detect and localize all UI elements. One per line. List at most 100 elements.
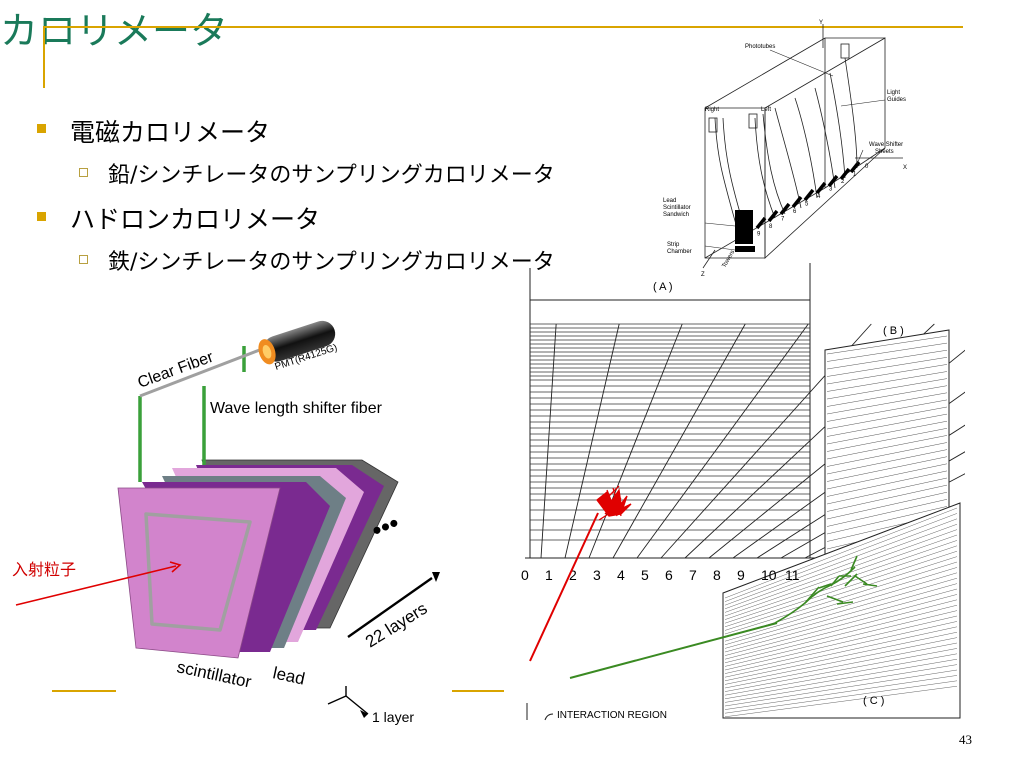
c-layer-line	[724, 621, 958, 674]
label-lead: Lead	[663, 198, 676, 204]
c-layer-line	[724, 540, 958, 620]
tower-boundary	[540, 323, 557, 559]
tower-boundary	[612, 323, 746, 559]
b-layer-line	[826, 399, 948, 422]
absorber-layers-a	[530, 323, 810, 541]
electron-track	[529, 512, 599, 662]
tower-number: 9	[757, 232, 761, 238]
c-layer-line	[724, 561, 958, 635]
c-layer-line	[724, 669, 958, 707]
c-layer-line	[724, 529, 958, 613]
b-layer-line	[826, 371, 948, 392]
label-b: ( B )	[883, 325, 904, 337]
tower-number: 7	[781, 217, 785, 223]
tower-boundary	[588, 323, 683, 559]
c-layer-line	[724, 685, 958, 718]
c-layer-line	[724, 518, 958, 606]
c-layer-line	[724, 658, 958, 700]
label-c: ( C )	[863, 695, 884, 707]
page-title: カロリメータ	[0, 9, 229, 53]
bottom-rule-left	[52, 690, 116, 692]
c-layer-line	[724, 680, 958, 714]
clear-fiber-line	[139, 344, 271, 398]
c-layer-line	[724, 599, 958, 660]
tower-number: 6	[665, 567, 673, 583]
b-layer-line	[826, 335, 948, 355]
c-layer-line	[724, 653, 958, 696]
label-sheets: Sheets	[875, 149, 894, 155]
c-layer-line	[724, 664, 958, 703]
b-layer-line	[826, 456, 948, 482]
label-wls-fiber: Wave length shifter fiber	[210, 400, 383, 417]
tower-boundary	[564, 323, 620, 559]
tower-number: 4	[617, 567, 625, 583]
label-strip: Strip	[667, 242, 680, 248]
tower-number: 0	[865, 164, 869, 170]
c-layer-line	[724, 642, 958, 689]
c-layer-line	[724, 507, 958, 599]
c-layer-line	[724, 648, 958, 692]
b-layer-line	[826, 435, 948, 460]
b-layer-line	[826, 499, 948, 527]
bullet-em-calorimeter: 電磁カロリメータ	[70, 118, 271, 147]
tower-number: 8	[713, 567, 721, 583]
lead-sandwich	[735, 210, 753, 244]
tower-number: 0	[521, 567, 529, 583]
label-right: Right	[705, 107, 719, 113]
tower-number: 9	[737, 567, 745, 583]
label-incident-particle: 入射粒子	[12, 561, 76, 579]
tower-number: 5	[641, 567, 649, 583]
em-shower	[596, 485, 632, 521]
b-layer-line	[826, 470, 948, 497]
axis-y-label: Y	[819, 20, 823, 26]
bullet-lead-scint: 鉛/シンチレータのサンプリングカロリメータ	[108, 163, 555, 188]
b-layer-line	[826, 385, 948, 407]
b-layer-line	[826, 420, 948, 445]
bullet-marker	[37, 124, 46, 133]
tower-schematic: Phototubes Light Guides Right Left Wave …	[663, 20, 907, 278]
label-left: Left	[761, 107, 771, 113]
label-light: Light	[887, 90, 900, 96]
c-layer-line	[724, 626, 958, 678]
tower-number: 2	[841, 179, 845, 185]
b-layer-line	[826, 506, 948, 535]
axis-z-label: Z	[701, 272, 705, 278]
front-scintillator	[117, 487, 281, 659]
hadron-track	[569, 622, 778, 679]
label-scintillator: scintillator	[175, 657, 253, 691]
label-phototubes: Phototubes	[745, 44, 775, 50]
tower-number: 3	[829, 187, 833, 193]
b-layer-line	[826, 413, 948, 437]
bottom-rule-mid	[452, 690, 504, 692]
c-layer-line	[724, 588, 958, 653]
tower-number: 2	[569, 567, 577, 583]
b-layer-line	[826, 357, 948, 377]
bullet-hadron-calorimeter: ハドロンカロリメータ	[70, 205, 321, 234]
tower-number: 5	[805, 202, 809, 208]
b-layer-line	[826, 342, 948, 362]
em-module-diagram: Clear Fiber PMT(R4125G) Wave length shif…	[12, 320, 440, 725]
b-layer-line	[826, 349, 948, 370]
c-layer-line	[724, 583, 958, 649]
c-layer-line	[724, 631, 958, 682]
b-layer-line	[826, 442, 948, 467]
label-sandwich: Sandwich	[663, 212, 689, 218]
sub-bullet-marker	[79, 168, 88, 177]
bullet-marker	[37, 212, 46, 221]
tower-number: 3	[593, 567, 601, 583]
b-layer-line	[826, 491, 948, 520]
c-layer-line	[724, 594, 958, 656]
tower-number: 10	[761, 567, 777, 583]
b-layer-line	[826, 484, 948, 512]
c-layer-line	[724, 675, 958, 710]
c-layer-line	[724, 637, 958, 685]
b-layer-line	[826, 477, 948, 505]
sub-bullet-marker	[79, 255, 88, 264]
c-layer-line	[724, 610, 958, 667]
label-22-layers: 22 layers	[362, 599, 431, 652]
hadron-shower	[774, 555, 878, 624]
c-layer-line	[724, 577, 958, 646]
c-layer-line	[724, 572, 958, 642]
